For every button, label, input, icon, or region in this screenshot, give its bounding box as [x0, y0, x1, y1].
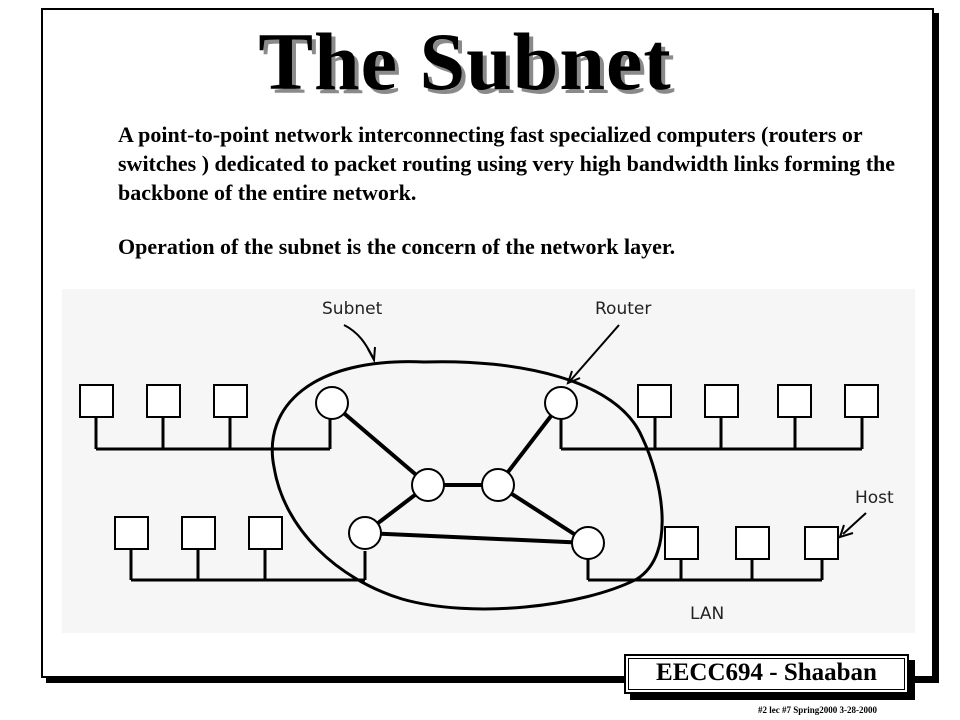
host-box [213, 384, 248, 418]
routers [315, 386, 605, 560]
host-box [79, 384, 114, 418]
host-label: Host [855, 488, 894, 508]
router-arrow [569, 324, 620, 382]
host-box [181, 516, 216, 550]
host-box [777, 384, 812, 418]
host-arrow [842, 512, 867, 535]
subnet-boundary [270, 360, 664, 611]
router-label: Router [595, 299, 651, 319]
subnet-diagram: Subnet Router Host LAN [62, 289, 915, 633]
router-node [411, 468, 445, 502]
host-box [664, 526, 699, 560]
router-node [571, 526, 605, 560]
host-box [248, 516, 283, 550]
host-box [844, 384, 879, 418]
router-node [315, 386, 349, 420]
lan-label: LAN [690, 604, 724, 624]
router-node [348, 516, 382, 550]
router-node [481, 468, 515, 502]
lan-wires [94, 417, 864, 582]
slide-title: The Subnet [258, 16, 672, 107]
label-arrows [343, 324, 867, 539]
host-box [637, 384, 672, 418]
host-box [114, 516, 149, 550]
operation-paragraph: Operation of the subnet is the concern o… [118, 234, 676, 259]
author-badge: EECC694 - Shaaban [624, 654, 909, 694]
lecture-footnote: #2 lec #7 Spring2000 3-28-2000 [758, 705, 877, 715]
definition-paragraph: A point-to-point network interconnecting… [118, 122, 896, 205]
router-node [544, 386, 578, 420]
host-box [735, 526, 770, 560]
host-box [704, 384, 739, 418]
host-box [804, 526, 839, 560]
host-box [146, 384, 181, 418]
diagram-background [62, 289, 915, 633]
subnet-label: Subnet [322, 299, 383, 319]
hosts [79, 384, 879, 560]
